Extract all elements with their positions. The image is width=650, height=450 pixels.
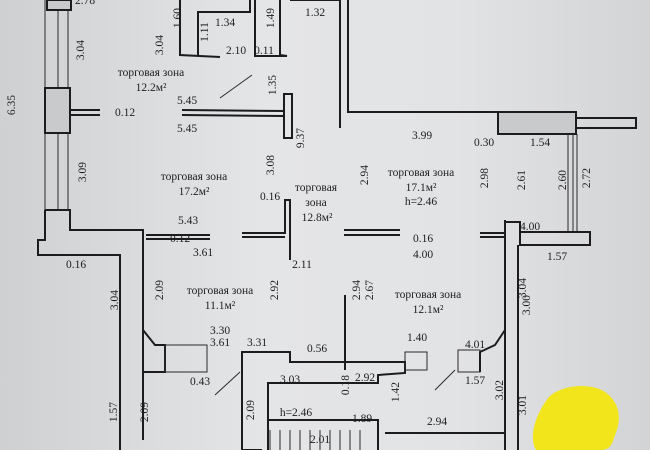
dimension-label: 0.30 (474, 137, 494, 149)
dimension-label: 0.11 (254, 45, 274, 57)
dimension-label: 1.57 (465, 375, 485, 387)
room-name: торговая (295, 182, 338, 194)
dimension-label: 1.60 (172, 8, 184, 28)
dimension-label: 2.60 (557, 170, 569, 190)
dimension-label: 3.61 (210, 337, 230, 349)
dimension-label: 3.31 (247, 337, 267, 349)
dimension-label: 4.00 (413, 249, 433, 261)
walls (37, 0, 637, 450)
dimension-label: 2.92 (269, 280, 281, 300)
room-name: торговая зона (118, 67, 185, 79)
dimension-label: 1.11 (199, 22, 211, 42)
dimension-label: 3.99 (412, 130, 432, 142)
dimension-label: 3.04 (517, 278, 529, 298)
corridor-height: h=2.46 (280, 407, 313, 419)
dimension-label: 2.94 (427, 416, 447, 428)
room-area: 17.1м² (406, 182, 437, 194)
dimension-label: 2.11 (292, 259, 312, 271)
dimension-label: 1.42 (390, 382, 402, 402)
dimension-label: 2.09 (154, 280, 166, 300)
dimension-label: 5.45 (177, 123, 197, 135)
dimension-label: 0.12 (170, 233, 190, 245)
room-area: 17.2м² (179, 186, 210, 198)
dimension-label: 2.94 (351, 280, 363, 300)
dimension-label: 4.01 (465, 339, 485, 351)
dimension-labels: 2.78 3.04 3.04 1.60 1.34 1.11 1.49 1.32 2.10 0.11… (6, 0, 593, 446)
dimension-label: 3.08 (265, 155, 277, 175)
dimension-label: 0.12 (115, 107, 135, 119)
dimension-label: 4.00 (520, 221, 540, 233)
dimension-label: 3.01 (517, 395, 529, 415)
dimension-label: 9.37 (295, 128, 307, 148)
dimension-label: 3.04 (154, 35, 166, 55)
dimension-label: 6.35 (6, 95, 18, 115)
dimension-label: 2.94 (359, 165, 371, 185)
dimension-label: 0.56 (307, 343, 327, 355)
dimension-label: 3.02 (494, 380, 506, 400)
dimension-label: 0.18 (340, 375, 352, 395)
dimension-label: 0.16 (66, 259, 86, 271)
dimension-label: 2.61 (516, 170, 528, 190)
dimension-label: 2.10 (226, 45, 246, 57)
dimension-label: 0.16 (413, 233, 433, 245)
dimension-label: 1.35 (267, 75, 279, 95)
room-area: 12.1м² (413, 304, 444, 316)
dimension-label: 1.89 (352, 413, 372, 425)
dimension-label: 3.04 (75, 40, 87, 60)
dimension-label: 3.30 (210, 325, 230, 337)
dimension-label: 3.03 (280, 374, 300, 386)
dimension-label: 2.09 (245, 400, 257, 420)
dimension-label: 1.57 (547, 251, 567, 263)
dimension-label: 2.78 (75, 0, 95, 7)
room-area: 12.8м² (302, 212, 333, 224)
dimension-label: 1.34 (215, 17, 235, 29)
dimension-label: 5.43 (178, 215, 198, 227)
room-area: 12.2м² (136, 82, 167, 94)
room-name: торговая зона (161, 171, 228, 183)
dimension-label: 2.67 (364, 280, 376, 300)
dimension-label: 2.09 (139, 402, 151, 422)
room-name: зона (305, 197, 326, 209)
room-name: торговая зона (187, 285, 254, 297)
dimension-label: 2.92 (355, 372, 375, 384)
dimension-label: 3.04 (109, 290, 121, 310)
dimension-label: 1.32 (305, 7, 325, 19)
dimension-label: 2.98 (479, 168, 491, 188)
dimension-label: 1.54 (530, 137, 550, 149)
dimension-label: 3.61 (193, 247, 213, 259)
dimension-label: 0.16 (260, 191, 280, 203)
dimension-label: 1.57 (108, 402, 120, 422)
room-name: торговая зона (388, 167, 455, 179)
dimension-label: 5.45 (177, 95, 197, 107)
room-area: 11.1м² (205, 300, 236, 312)
room-name: торговая зона (395, 289, 462, 301)
staircase (269, 430, 361, 450)
dimension-label: 0.43 (190, 376, 210, 388)
dimension-label: 2.01 (310, 434, 330, 446)
dimension-label: 1.49 (265, 8, 277, 28)
dimension-label: 1.40 (407, 332, 427, 344)
room-height: h=2.46 (405, 196, 438, 208)
dimension-label: 3.00 (521, 295, 533, 315)
dimension-label: 2.72 (581, 168, 593, 188)
highlight-blob (532, 386, 619, 450)
dimension-label: 3.09 (77, 162, 89, 182)
